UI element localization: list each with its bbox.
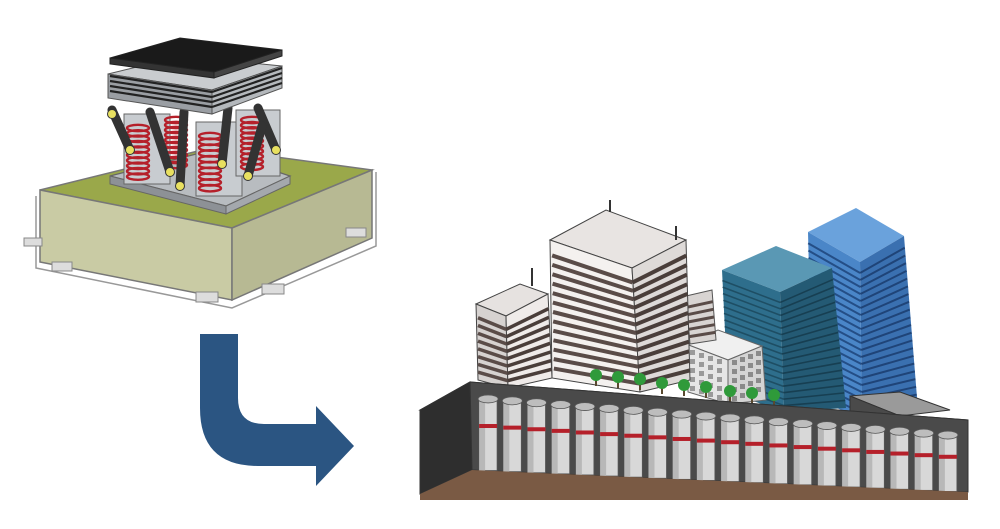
- building-complex-icon: [418, 200, 969, 500]
- isolator-column: [719, 413, 741, 482]
- isolator-column: [768, 417, 789, 485]
- isolator-column: [550, 400, 572, 475]
- isolator-column: [816, 421, 838, 487]
- isolator-column: [647, 407, 668, 479]
- tree: [634, 373, 646, 390]
- building-base-podium: [418, 381, 969, 500]
- curved-arrow-right-icon: [200, 334, 354, 486]
- tree: [746, 387, 758, 404]
- isolator-column: [792, 419, 814, 486]
- damper-links: [107, 103, 281, 191]
- isolator-column: [743, 415, 765, 484]
- spring-coil: [125, 123, 151, 182]
- isolator-column: [889, 426, 910, 490]
- isolator-column: [671, 409, 693, 480]
- isolator-column: [526, 398, 547, 474]
- isolator-base-box: [23, 147, 377, 309]
- main-striped-tower: [548, 200, 691, 393]
- tree: [612, 371, 624, 388]
- tree: [678, 379, 690, 396]
- isolator-column: [477, 394, 499, 471]
- spring-damper-isolator-icon: [23, 37, 377, 309]
- isolator-column: [913, 428, 935, 491]
- isolator-column: [501, 396, 523, 473]
- isolator-column: [598, 404, 620, 477]
- back-striped-tower: [685, 289, 717, 345]
- tree-row: [590, 369, 780, 406]
- tree: [724, 385, 736, 402]
- tree: [768, 389, 780, 406]
- isolator-column: [864, 424, 886, 489]
- tree: [590, 369, 602, 386]
- isolator-top-plates: [107, 37, 283, 115]
- isolator-column: [574, 402, 596, 476]
- tree: [656, 377, 668, 394]
- tree: [700, 381, 712, 398]
- isolator-column: [622, 405, 644, 478]
- isolator-column: [937, 430, 959, 492]
- isolator-column: [840, 423, 862, 488]
- isolator-column: [695, 411, 717, 481]
- left-striped-tower: [474, 268, 553, 389]
